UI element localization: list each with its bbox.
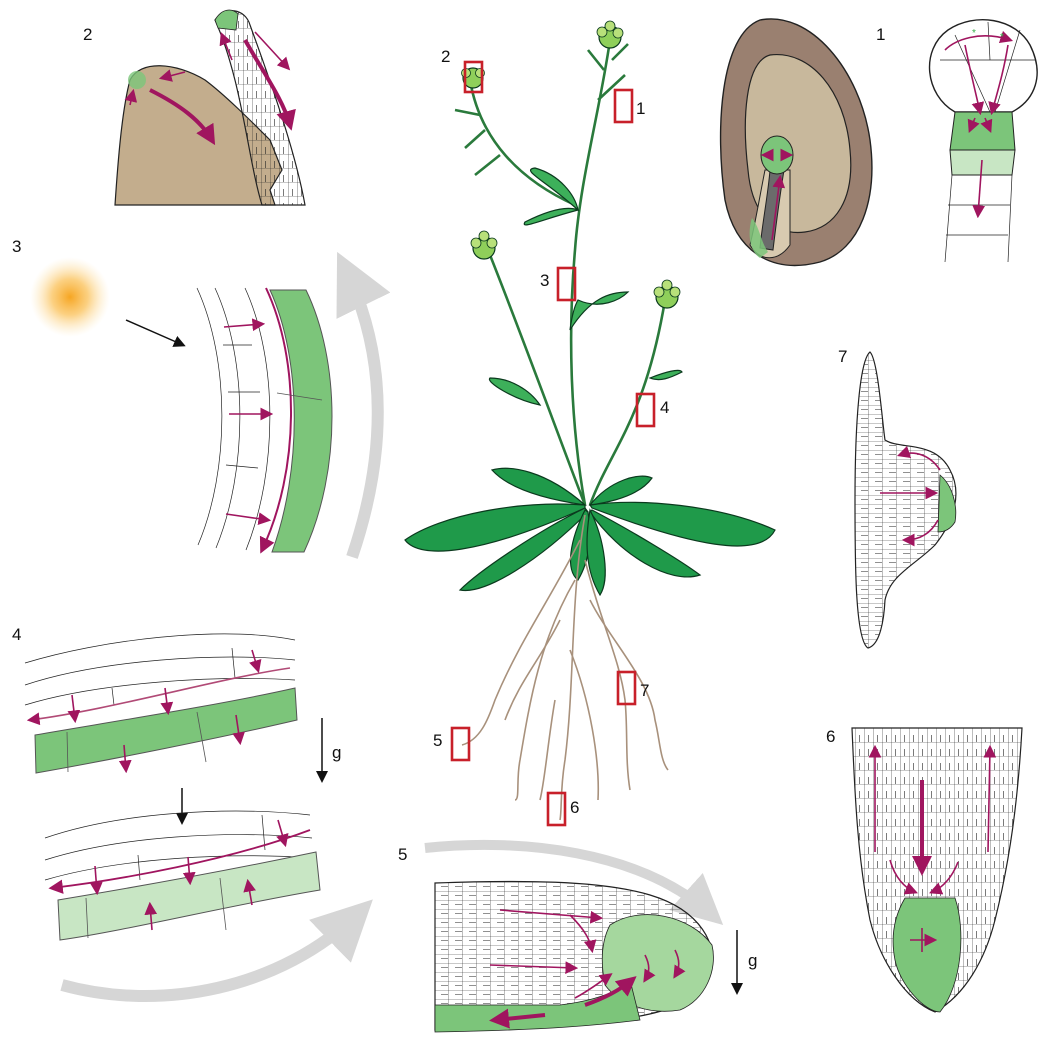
panel-7-lateral-root: 7: [838, 347, 956, 648]
shoot-bottom-edge: [45, 811, 310, 838]
auxin-maximum-spot: [128, 71, 146, 89]
arrow-4a: [72, 695, 75, 720]
primordium-tip-auxin: [215, 10, 238, 30]
main-stem: [571, 40, 610, 505]
cauline-leaf-5: [650, 370, 682, 379]
cauline-leaf-1: [531, 168, 578, 210]
light-direction-arrow: [126, 320, 183, 345]
panel-4-shoot-gravitropism: 4 g: [12, 625, 360, 996]
panel-label-5: 5: [398, 845, 407, 864]
region-markers: 1 2 3 4 5 6 7: [433, 47, 669, 825]
region-box-1: [615, 90, 632, 122]
arrow-3a: [224, 324, 262, 327]
gravity-label-5: g: [748, 951, 757, 970]
arrow-4f: [95, 866, 97, 892]
cauline-leaf-2: [524, 208, 578, 225]
light-source-icon: [30, 257, 110, 337]
panel-label-3: 3: [12, 237, 21, 256]
region-box-6: [548, 793, 565, 825]
cauline-leaf-3: [570, 292, 628, 330]
arabidopsis-plant: 1 2 3 4 5 6 7: [405, 21, 775, 825]
flower-cluster-right: [654, 280, 680, 308]
panel-label-6: 6: [826, 727, 835, 746]
shoot-layer-1: [25, 657, 295, 685]
panel-label-2: 2: [83, 25, 92, 44]
zoom-embryo-head: [930, 20, 1038, 112]
panel-label-7: 7: [838, 347, 847, 366]
shoot-cell-walls: [112, 648, 235, 705]
arrow-4c: [252, 650, 258, 670]
panel-3-phototropism: 3: [12, 237, 378, 557]
cauline-leaf-4: [489, 378, 540, 405]
marker-label-2: 2: [441, 47, 450, 66]
stem-layer-2: [245, 288, 270, 550]
panel-label-1: 1: [876, 25, 885, 44]
gravity-label-4: g: [332, 743, 341, 762]
marker-label-3: 3: [540, 271, 549, 290]
star-marker-1: *: [972, 28, 976, 39]
arrow-3c: [226, 514, 268, 520]
bending-direction-arrow: [345, 268, 378, 557]
stem-cell-walls: [223, 345, 260, 468]
panel-5-root-gravitropism: 5 g: [398, 845, 757, 1032]
arrow-4b: [165, 688, 168, 712]
flower-cluster-top: [597, 21, 623, 48]
panel-2-shoot-apex: 2: [83, 10, 305, 205]
zoom-suspensor: [945, 175, 1012, 262]
marker-label-1: 1: [636, 99, 645, 118]
panel-label-4: 4: [12, 625, 21, 644]
panel-6-root-tip: 6: [826, 727, 1022, 1012]
marker-label-6: 6: [570, 798, 579, 817]
marker-label-4: 4: [660, 398, 669, 417]
root-system: [462, 515, 668, 820]
root-cap-auxin: [893, 898, 961, 1012]
branch-twigs: [455, 110, 500, 175]
panel-1-embryo: 1 * *: [721, 19, 1038, 265]
marker-label-7: 7: [640, 681, 649, 700]
zoom-hypophysis: [950, 112, 1015, 150]
marker-label-5: 5: [433, 731, 442, 750]
stem-outer-edge: [197, 288, 222, 545]
shaded-side-auxin: [270, 290, 332, 552]
star-marker-2: *: [1000, 32, 1004, 43]
flower-cluster-mid: [471, 231, 497, 259]
